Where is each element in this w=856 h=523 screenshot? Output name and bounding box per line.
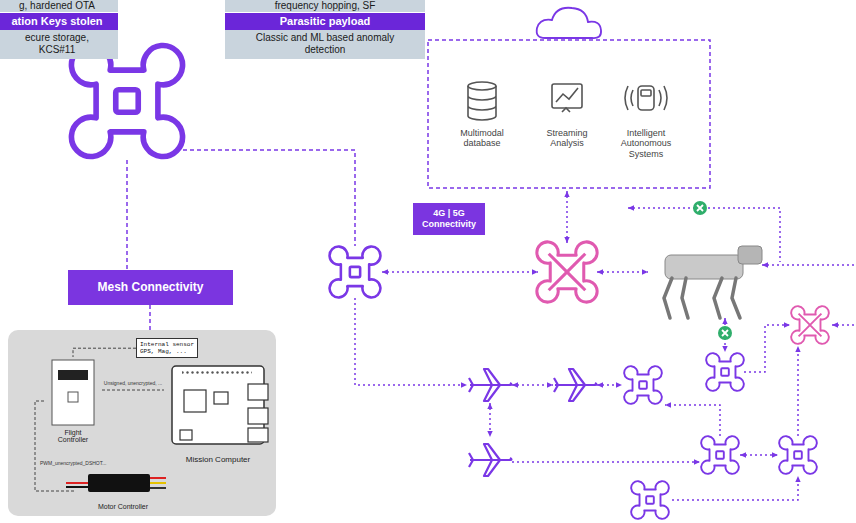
threat-band: ation Keys stolenecure storage, KCS#11 [0,13,118,59]
signal-name: PWM_unencrypted_DSHOT... [40,461,120,467]
node-text: Internal sensor GPS, Mag, ... [140,341,194,355]
node-text: Motor Controller [75,503,171,511]
node-text: g, hardened OTA [0,0,118,12]
node-text: Classic and ML based anomaly detection [225,30,425,59]
mission-computer: Mission Computer [164,362,272,466]
service-label: Streaming Analysis [535,128,599,149]
wire-connector [73,348,136,357]
threat-band: Parasitic payloadClassic and ML based an… [225,13,425,59]
signal-label: Unsigned, unencrypted, ... [103,381,163,387]
motor-controller: Motor Controller [74,470,172,512]
threat-box: g, hardened OTA [0,0,118,12]
node-text: Mesh Connectivity [97,280,203,294]
node-text: Mission Computer [166,456,270,465]
node-text: 4G | 5G Connectivity [417,208,481,230]
service-label: Multimodal database [450,128,514,149]
threat-box: frequency hopping, SF [225,0,425,12]
wire-connector [35,401,74,491]
connectivity-tag: Mesh Connectivity [68,270,233,305]
wire-connector [102,390,164,391]
connectivity-tag: 4G | 5G Connectivity [413,203,485,235]
band-heading: ation Keys stolen [0,13,118,30]
node-text: ecure storage, KCS#11 [0,30,118,59]
service-label: Intelligent Autonomous Systems [615,128,677,159]
band-heading: Parasitic payload [225,13,425,30]
node-text: frequency hopping, SF [225,0,425,12]
flight-controller: Flight Controller [44,357,102,445]
node-text: Flight Controller [53,429,93,444]
sensor-box: Internal sensor GPS, Mag, ... [136,338,198,358]
